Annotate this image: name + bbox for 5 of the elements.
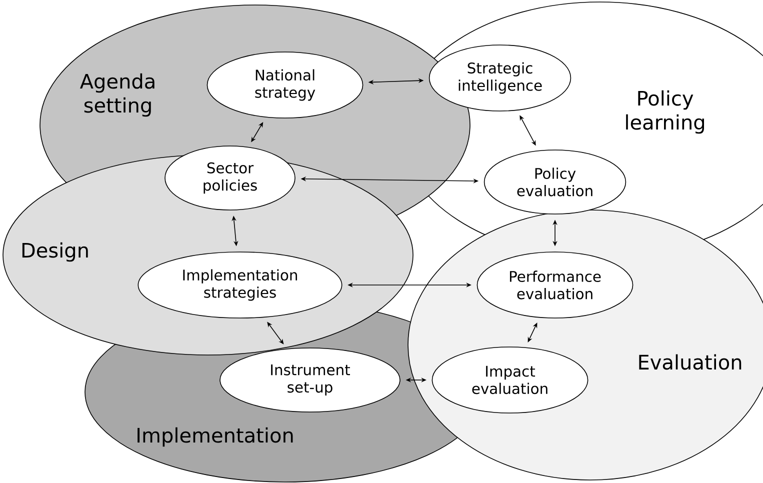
stage-label: Evaluation: [639, 354, 742, 370]
stage-label: Agenda setting: [80, 73, 154, 117]
stage-label: Implementation: [138, 427, 293, 447]
stage-label: Policy learning: [626, 90, 704, 134]
stage-label: Design: [22, 242, 88, 262]
